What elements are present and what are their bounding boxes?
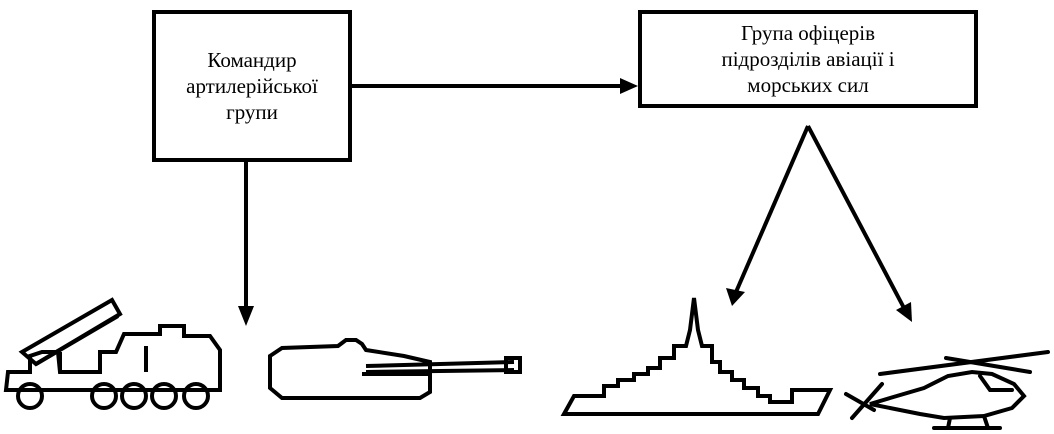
warship-icon	[560, 297, 834, 416]
commander-box-line-2: артилерійської	[186, 74, 318, 98]
officers-box-line-3: морських сил	[747, 73, 869, 97]
commander-box-label: Командир артилерійської групи	[180, 47, 324, 125]
connectors	[238, 78, 912, 326]
arrowhead-artillery	[238, 306, 254, 326]
commander-box-line-1: Командир	[207, 48, 297, 72]
self-propelled-gun-icon	[268, 338, 522, 400]
officers-box: Група офіцерів підрозділів авіації і мор…	[638, 10, 978, 108]
commander-box: Командир артилерійської групи	[152, 10, 352, 162]
arrowhead-ship	[726, 288, 745, 306]
officers-box-label: Група офіцерів підрозділів авіації і мор…	[715, 20, 900, 98]
arrowhead-helicopter	[896, 302, 912, 322]
arrow-officers-to-ship	[734, 125, 810, 293]
arrowhead-officers	[620, 78, 638, 94]
helicopter-icon	[844, 350, 1050, 430]
officers-box-line-2: підрозділів авіації і	[721, 47, 895, 71]
commander-box-line-3: групи	[226, 100, 278, 124]
officers-box-line-1: Група офіцерів	[740, 21, 876, 45]
arrow-officers-to-helicopter	[806, 125, 906, 309]
rocket-launcher-truck-icon	[3, 297, 222, 410]
